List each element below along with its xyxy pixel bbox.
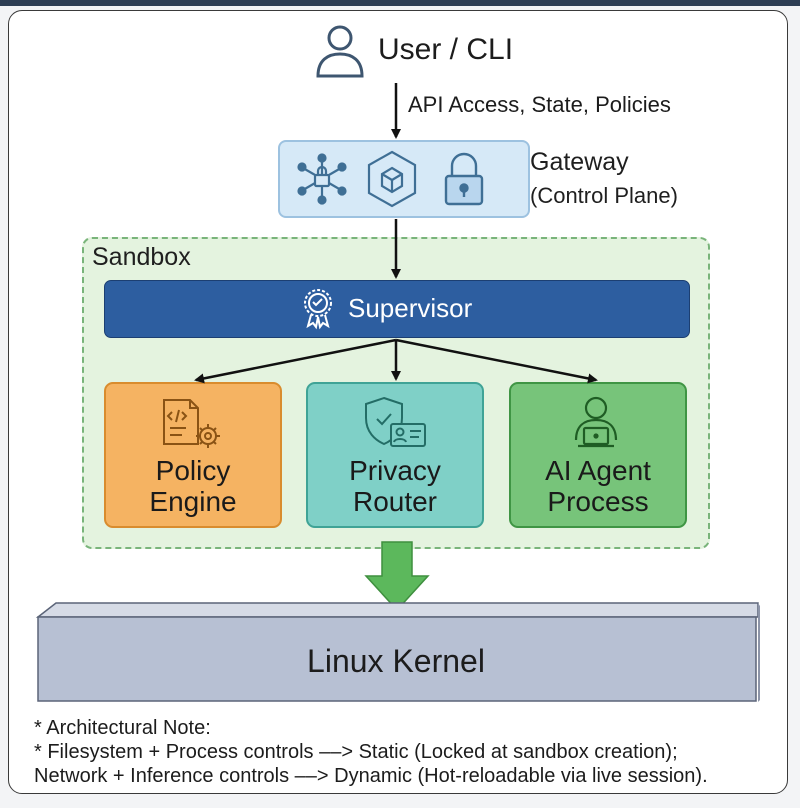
linux-kernel-label: Linux Kernel [307,643,485,679]
policy-engine-label: Policy Engine [104,455,282,517]
person-laptop-icon [574,396,618,448]
ai-agent-process-label-line2: Process [547,486,649,517]
ai-agent-process-card [509,382,687,528]
edge-user-gateway-label: API Access, State, Policies [408,92,671,117]
policy-engine-label-line1: Policy [155,455,231,486]
user-icon [316,25,364,78]
sandbox-label: Sandbox [92,243,191,271]
user-cli-label: User / CLI [378,33,514,66]
cube-icon [367,150,417,208]
supervisor-label: Supervisor [348,293,473,323]
top-bar [0,0,800,6]
shield-id-icon [365,396,426,447]
award-badge-icon [304,289,332,330]
ai-agent-process-label-line1: AI Agent [545,455,651,486]
edge-supervisor-policy [194,338,397,384]
note-heading: * Architectural Note: [34,717,211,739]
note-static-controls: * Filesystem + Process controls ––> Stat… [34,741,678,763]
privacy-router-label-line2: Router [352,486,438,517]
gateway-subtitle: (Control Plane) [530,183,678,208]
policy-engine-label-line2: Engine [149,486,237,517]
gateway-title: Gateway [530,148,629,176]
note-dynamic-controls: Network + Inference controls ––> Dynamic… [34,765,708,787]
sandbox-kernel-down-arrow [364,541,430,612]
linux-kernel-slab [35,602,760,702]
policy-engine-card [104,382,282,528]
privacy-router-card [306,382,484,528]
edge-supervisor-agent [395,338,598,384]
privacy-router-label: Privacy Router [306,455,484,517]
document-gear-icon [163,399,220,448]
privacy-router-label-line1: Privacy [349,455,441,486]
ai-agent-process-label: AI Agent Process [509,455,687,517]
supervisor-bar [104,280,690,338]
padlock-icon [444,152,484,206]
network-lock-icon [297,153,347,205]
